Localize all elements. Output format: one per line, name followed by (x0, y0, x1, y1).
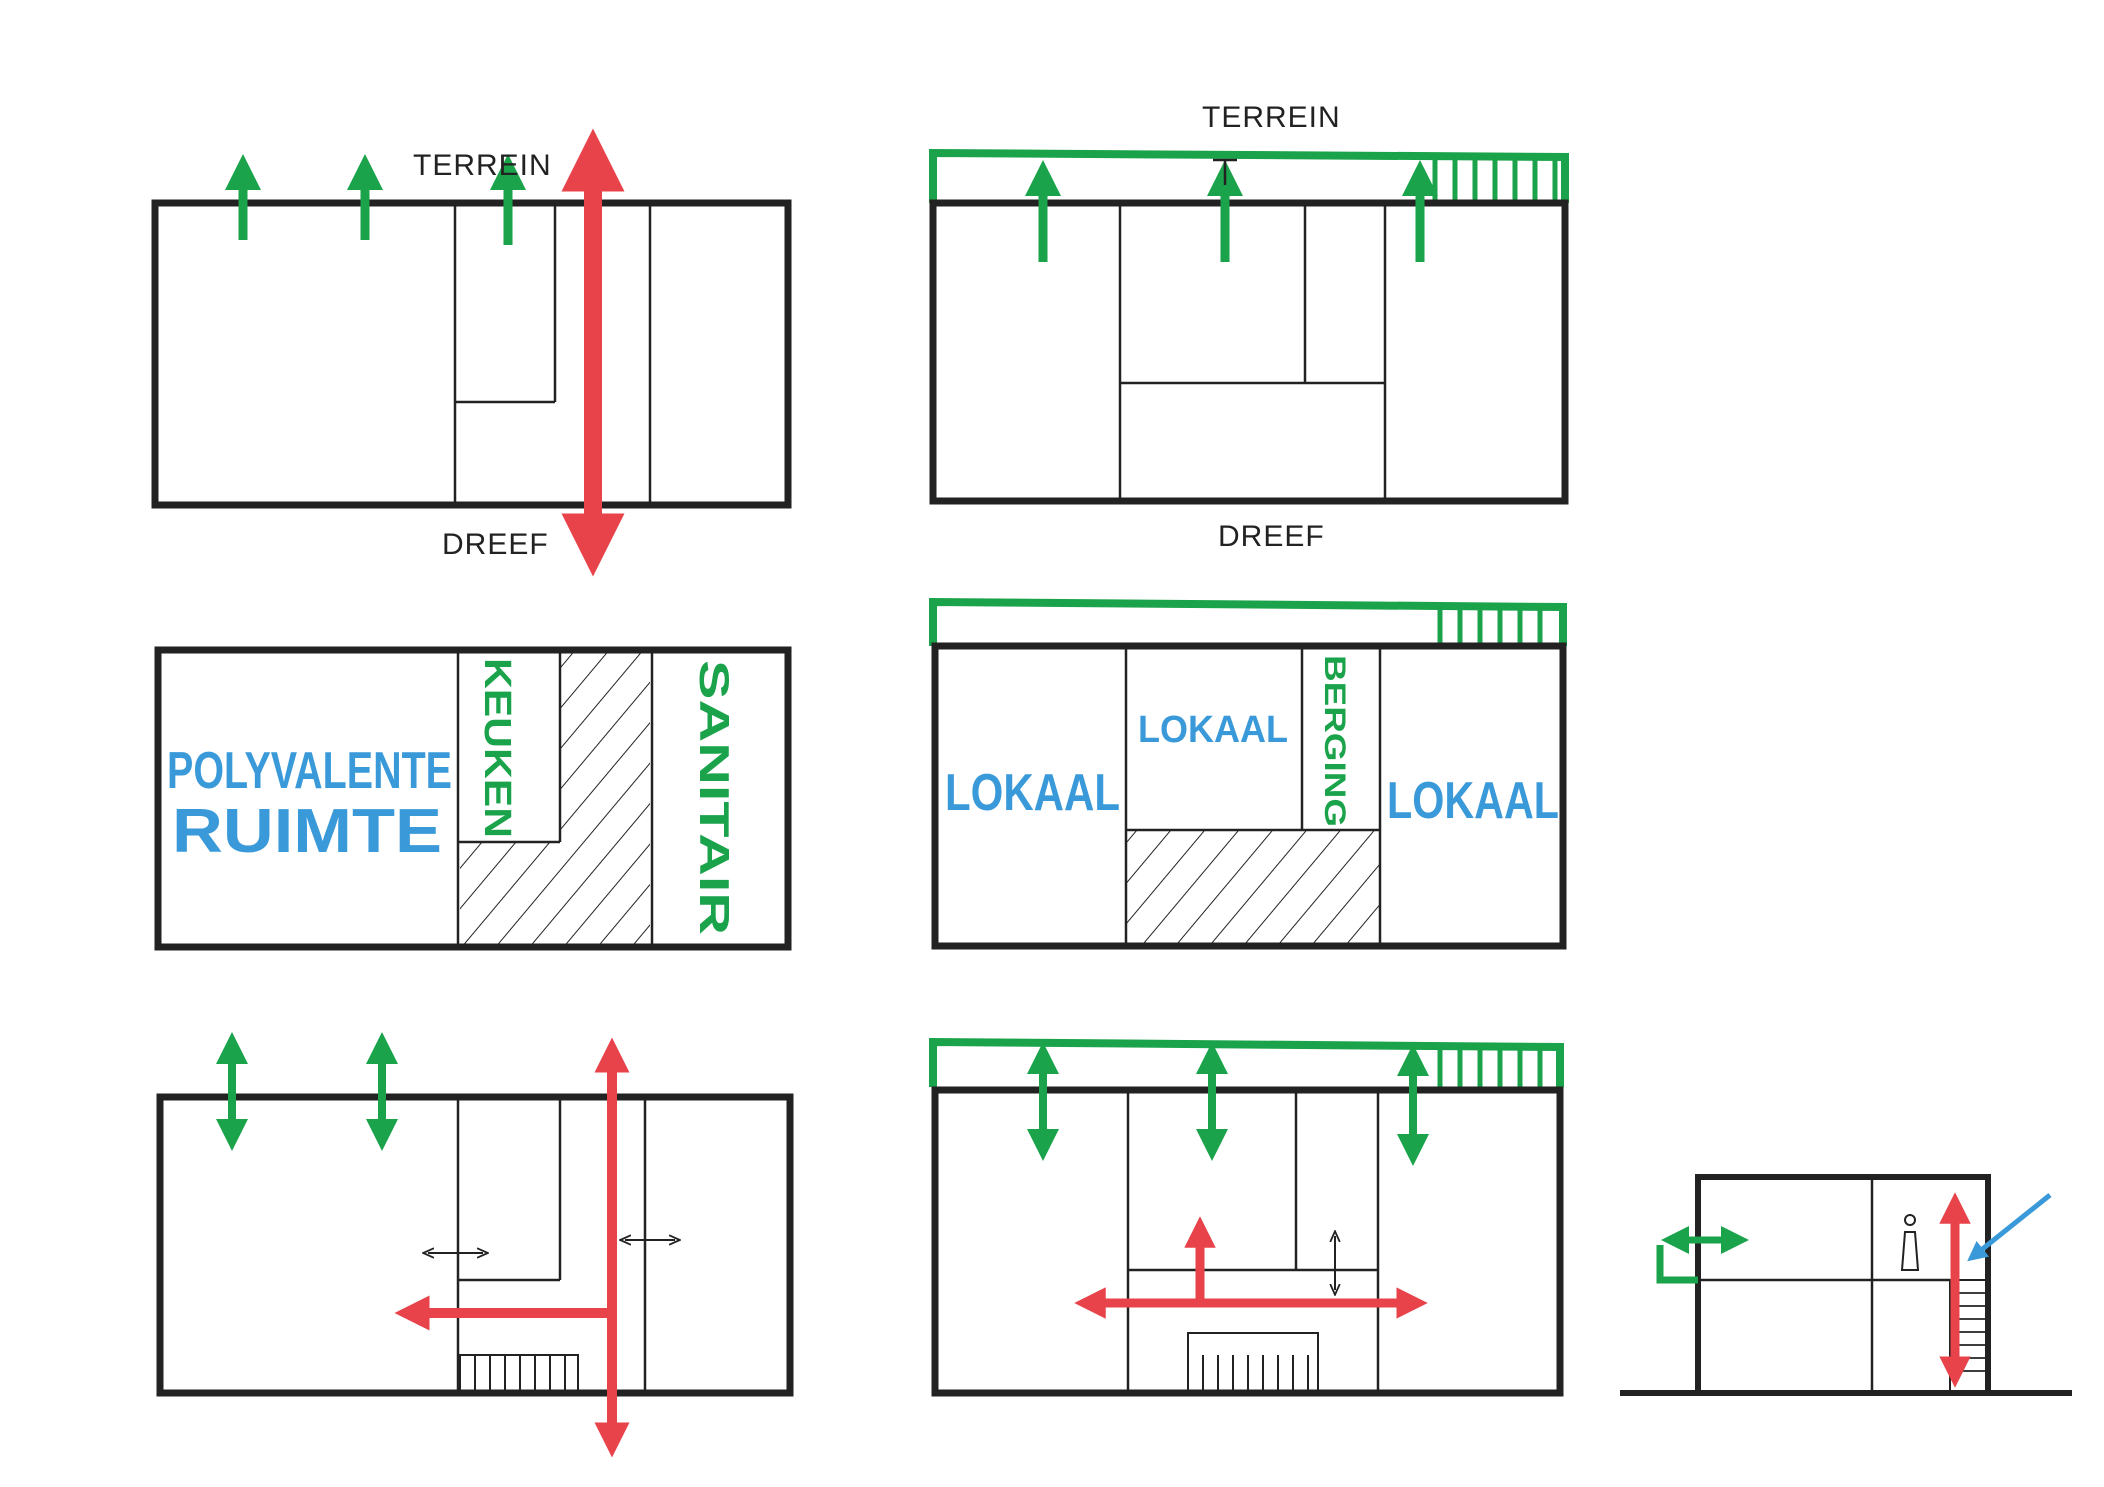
room-label-polyvalente: POLYVALENTE (167, 742, 452, 800)
panel-site-left: TERREIN DREEF (151, 128, 792, 577)
room-label-berging: BERGING (1318, 655, 1351, 827)
hatched-area (1126, 830, 1380, 946)
room-label-sanitair: SANITAIR (691, 660, 738, 935)
stair (1187, 1332, 1319, 1394)
blue-entrance-arrow (1967, 1193, 2052, 1262)
panel-program-left: POLYVALENTE RUIMTE KEUKEN SANITAIR (154, 646, 792, 951)
dreef-label: DREEF (442, 528, 549, 561)
room-label-keuken: KEUKEN (476, 658, 518, 838)
green-terrace-stairs (1437, 607, 1543, 646)
room-label-lokaal: LOKAAL (1387, 772, 1559, 830)
panel-program-right: LOKAAL LOKAAL LOKAAL BERGING (929, 597, 1567, 950)
building-outline (931, 642, 1567, 950)
panel-section (1620, 1174, 2072, 1396)
room-label-lokaal: LOKAAL (945, 764, 1120, 822)
panel-site-right: TERREIN DREEF (929, 101, 1569, 553)
building-outline (154, 646, 792, 951)
terrein-label: TERREIN (413, 149, 552, 182)
building-outline (151, 199, 792, 509)
section-outline (1695, 1174, 1991, 1396)
panel-circulation-right (929, 1037, 1564, 1397)
green-terrace-stairs (1437, 1047, 1543, 1087)
green-terrace (929, 1037, 1564, 1087)
green-terrace-stairs (1432, 157, 1558, 203)
hatched-area (560, 650, 650, 947)
room-label-ruimte: RUIMTE (172, 797, 442, 866)
panel-circulation-left (156, 1032, 794, 1458)
hatched-area (460, 842, 560, 947)
terrein-label: TERREIN (1202, 101, 1341, 134)
building-outline (929, 199, 1569, 505)
person-icon (1900, 1214, 1920, 1271)
green-terrace (929, 597, 1567, 646)
building-outline (931, 1086, 1564, 1397)
dreef-label: DREEF (1218, 520, 1325, 553)
building-outline (156, 1093, 794, 1397)
stair-treads (1202, 1355, 1309, 1393)
green-terrace-section (1656, 1245, 1698, 1284)
green-terrace (929, 148, 1569, 203)
stair-treads (474, 1355, 566, 1393)
room-label-lokaal: LOKAAL (1138, 709, 1288, 751)
